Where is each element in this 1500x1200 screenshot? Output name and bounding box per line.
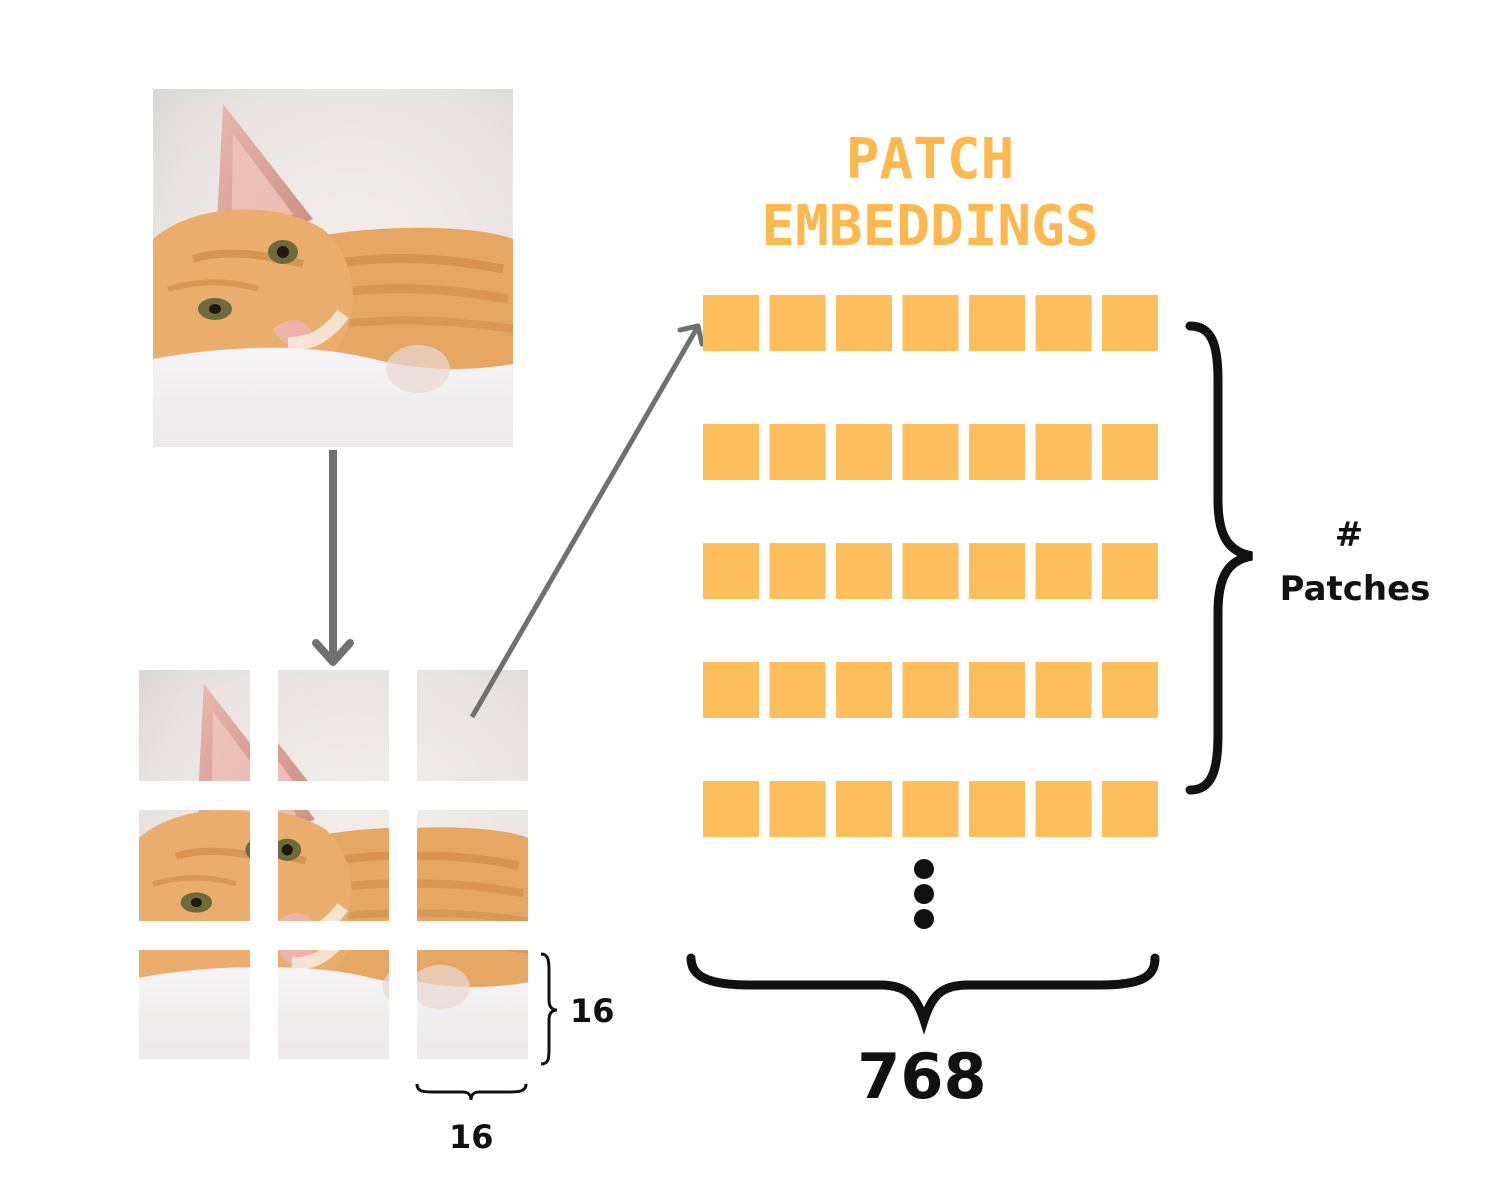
embedding-square-r4-c6 [1035, 662, 1092, 718]
embedding-square-r5-c5 [969, 781, 1025, 837]
embedding-square-r2-c1 [703, 424, 759, 480]
embedding-square-r2-c5 [969, 424, 1025, 480]
vertical-ellipsis-icon [914, 859, 934, 929]
embedding-square-r1-c3 [836, 295, 892, 351]
embedding-square-r1-c2 [769, 295, 826, 351]
embedding-square-r5-c7 [1102, 781, 1158, 837]
embedding-square-r3-c7 [1102, 543, 1158, 599]
embedding-square-r5-c1 [703, 781, 759, 837]
embedding-square-r4-c2 [769, 662, 826, 718]
cat-photo [153, 89, 513, 447]
embedding-square-r1-c1 [703, 295, 759, 351]
embedding-square-r2-c3 [836, 424, 892, 480]
embedding-square-r5-c4 [902, 781, 959, 837]
embedding-square-r4-c1 [703, 662, 759, 718]
embedding-grid [703, 295, 1158, 837]
embedding-square-r2-c2 [769, 424, 826, 480]
title-line-2: EMBEDDINGS [761, 194, 1098, 259]
patches-label: Patches [1280, 569, 1431, 609]
diagonal-arrow-icon [469, 323, 705, 719]
embedding-square-r5-c2 [769, 781, 826, 837]
embedding-square-r1-c5 [969, 295, 1025, 351]
embedding-square-r2-c6 [1035, 424, 1092, 480]
embedding-square-r3-c4 [902, 543, 959, 599]
patch-width-label: 16 [449, 1118, 494, 1156]
embedding-square-r2-c4 [902, 424, 959, 480]
embedding-square-r3-c6 [1035, 543, 1092, 599]
down-arrow-icon [312, 450, 354, 666]
embedding-square-r4-c3 [836, 662, 892, 718]
title-line-1: PATCH [846, 127, 1015, 192]
embedding-square-r1-c4 [902, 295, 959, 351]
embedding-square-r3-c1 [703, 543, 759, 599]
embedding-square-r5-c3 [836, 781, 892, 837]
patch-grid [139, 670, 528, 1059]
embedding-square-r4-c7 [1102, 662, 1158, 718]
embedding-square-r4-c4 [902, 662, 959, 718]
embedding-square-r1-c7 [1102, 295, 1158, 351]
patch-width-brace [415, 1083, 528, 1101]
embedding-dim-label: 768 [857, 1040, 986, 1113]
embedding-square-r3-c5 [969, 543, 1025, 599]
patches-symbol: # [1335, 515, 1364, 555]
embedding-square-r3-c2 [769, 543, 826, 599]
embedding-square-r1-c6 [1035, 295, 1092, 351]
patch-height-label: 16 [570, 992, 615, 1030]
embedding-square-r4-c5 [969, 662, 1025, 718]
embedding-square-r2-c7 [1102, 424, 1158, 480]
patch-height-brace [540, 952, 558, 1066]
patches-brace [1185, 321, 1253, 795]
embedding-square-r3-c3 [836, 543, 892, 599]
embedding-square-r5-c6 [1035, 781, 1092, 837]
embedding-dim-brace [686, 953, 1160, 1035]
